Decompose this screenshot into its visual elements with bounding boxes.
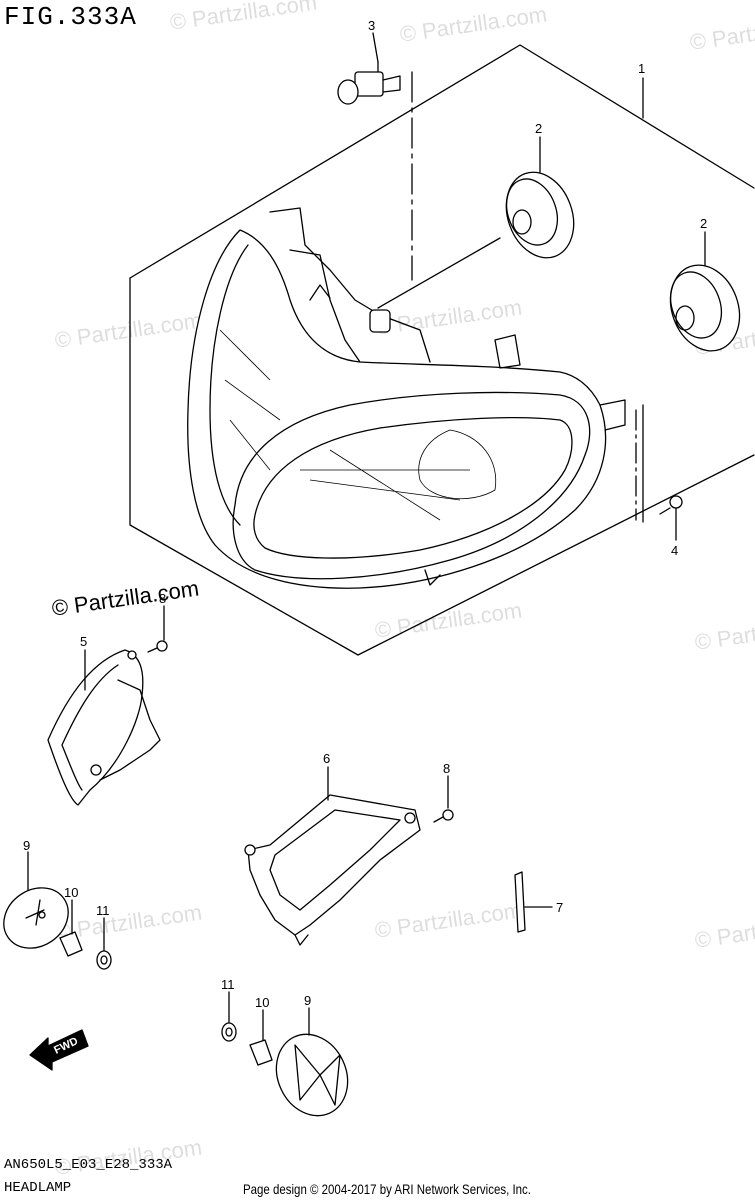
callout-reflector-right: 9: [304, 993, 311, 1008]
bracket-left: [47, 649, 161, 806]
screw-left: [147, 640, 168, 653]
callout-collar-left: 10: [64, 885, 78, 900]
washer-right: [221, 1022, 237, 1042]
callout-screw-left: 8: [159, 591, 166, 606]
assembly-frame: [129, 44, 755, 656]
callout-socket-cover-left: 2: [535, 121, 542, 136]
collar-left: [59, 931, 83, 957]
footer-credit: Page design © 2004-2017 by ARI Network S…: [243, 1181, 531, 1197]
socket-cover-right: [669, 264, 741, 352]
reflector-left: [3, 887, 69, 949]
callout-socket-cover-right: 2: [700, 216, 707, 231]
section-name: HEADLAMP: [4, 1180, 72, 1196]
socket-cover-left: [505, 171, 575, 259]
callout-bulb: 3: [368, 18, 375, 33]
callout-bracket-left: 5: [80, 634, 87, 649]
callout-collar-right: 10: [255, 995, 269, 1010]
callout-washer-right: 11: [221, 977, 235, 992]
collar-right: [249, 1039, 273, 1066]
callout-clip: 7: [556, 900, 563, 915]
bulb: [337, 61, 401, 105]
figure-title: FIG.333A: [4, 2, 137, 32]
callout-headlamp-assembly: 1: [638, 61, 645, 76]
washer-left: [96, 950, 112, 970]
callout-bracket-right: 6: [323, 751, 330, 766]
clip: [514, 871, 553, 933]
headlamp-assembly: [187, 207, 626, 589]
reflector-right: [275, 1033, 349, 1117]
callout-leaders: [27, 32, 706, 1041]
callout-reflector-left: 9: [23, 838, 30, 853]
forward-arrow: FWD: [29, 1029, 89, 1071]
screw-right: [433, 809, 454, 823]
callout-screw-headlamp: 4: [671, 543, 678, 558]
screw-headlamp: [659, 495, 683, 515]
callout-washer-left: 11: [96, 903, 110, 918]
callout-screw-right: 8: [443, 761, 450, 776]
bracket-right: [244, 794, 421, 946]
reference-code: AN650L5_E03_E28_333A: [4, 1157, 173, 1173]
